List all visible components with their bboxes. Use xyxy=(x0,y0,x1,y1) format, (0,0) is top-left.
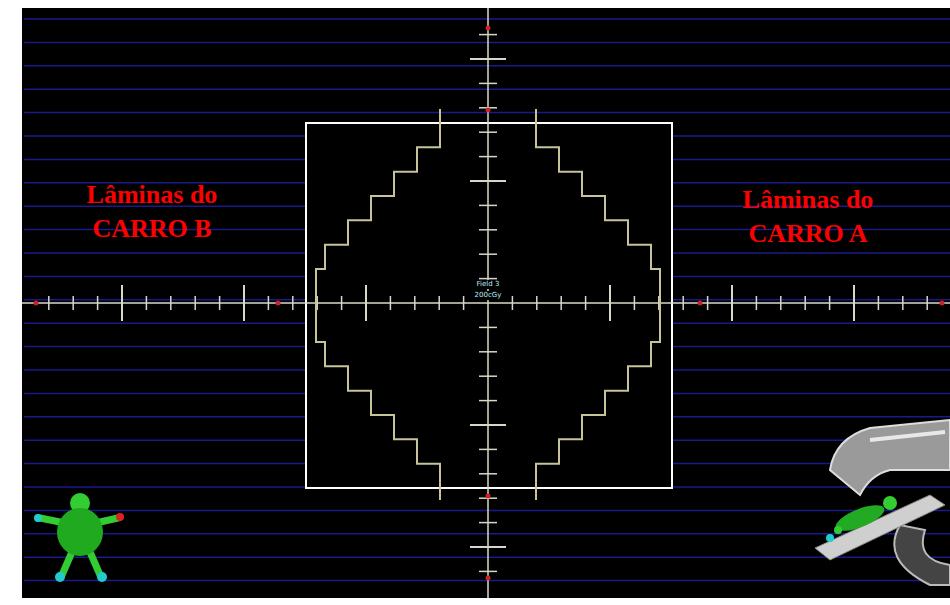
axis-tick xyxy=(560,296,562,310)
axis-mark xyxy=(486,494,491,499)
axis-tick xyxy=(479,449,497,451)
axis-tick xyxy=(463,296,465,310)
leaf-lines xyxy=(24,19,950,581)
axis-tick xyxy=(243,285,245,321)
axis-tick xyxy=(341,296,343,310)
leaf-line xyxy=(24,556,950,558)
axis-tick xyxy=(487,8,489,598)
axis-tick xyxy=(479,34,497,36)
axis-tick xyxy=(536,296,538,310)
axis-tick xyxy=(414,296,416,310)
carriage-label: Lâminas do CARRO B xyxy=(52,178,252,246)
axis-tick xyxy=(479,253,497,255)
axis-mark xyxy=(940,301,945,306)
axis-tick xyxy=(390,296,392,310)
axis-tick xyxy=(48,296,50,310)
leaf-edge xyxy=(316,109,440,500)
axis-tick xyxy=(479,229,497,231)
axis-marks xyxy=(34,26,945,581)
axis-mark xyxy=(486,26,491,31)
axis-tick xyxy=(731,285,733,321)
axis-tick xyxy=(479,156,497,158)
robot-figure xyxy=(34,493,124,582)
axis-tick xyxy=(365,285,367,321)
leaf-line xyxy=(24,42,950,44)
axis-tick xyxy=(438,296,440,310)
axis-tick xyxy=(926,296,928,310)
axis-tick xyxy=(170,296,172,310)
axis-tick xyxy=(194,296,196,310)
jaw-field xyxy=(306,123,672,488)
axes xyxy=(22,8,950,598)
axis-tick xyxy=(609,285,611,321)
axis-tick xyxy=(479,327,497,329)
axis-tick xyxy=(707,296,709,310)
axis-tick xyxy=(479,131,497,133)
axis-tick xyxy=(829,296,831,310)
axis-tick xyxy=(585,296,587,310)
linac-figure xyxy=(815,420,950,585)
axis-mark xyxy=(486,576,491,581)
carriage-label: Lâminas do CARRO A xyxy=(708,183,908,251)
axis-tick xyxy=(878,296,880,310)
axis-tick xyxy=(97,296,99,310)
leaf-line xyxy=(24,533,950,535)
axis-tick xyxy=(470,546,506,548)
axis-tick xyxy=(479,205,497,207)
axis-mark xyxy=(698,301,703,306)
axis-tick xyxy=(470,58,506,60)
axis-tick xyxy=(634,296,636,310)
axis-tick xyxy=(72,296,74,310)
axis-tick xyxy=(804,296,806,310)
axis-tick xyxy=(479,522,497,524)
axis-tick xyxy=(22,302,950,304)
field-name: Field 3 xyxy=(476,280,501,289)
axis-mark xyxy=(276,301,281,306)
axis-tick xyxy=(682,296,684,310)
axis-tick xyxy=(479,473,497,475)
axis-tick xyxy=(756,296,758,310)
axis-tick xyxy=(146,296,148,310)
axis-tick xyxy=(219,296,221,310)
leaf-edge xyxy=(536,109,660,500)
leaf-line xyxy=(24,65,950,67)
axis-tick xyxy=(479,83,497,85)
dose-text: 200cGy xyxy=(474,291,503,300)
axis-mark xyxy=(486,108,491,113)
axis-tick xyxy=(479,351,497,353)
axis-tick xyxy=(268,296,270,310)
axis-tick xyxy=(470,424,506,426)
axis-tick xyxy=(479,571,497,573)
screen xyxy=(22,8,950,598)
axis-tick xyxy=(479,375,497,377)
leaf-line xyxy=(24,88,950,90)
axis-tick xyxy=(470,180,506,182)
axis-tick xyxy=(121,285,123,321)
axis-tick xyxy=(292,296,294,310)
axis-tick xyxy=(512,296,514,310)
axis-tick xyxy=(479,400,497,402)
axis-tick xyxy=(853,285,855,321)
leaf-line xyxy=(24,510,950,512)
axis-mark xyxy=(34,301,39,306)
axis-tick xyxy=(780,296,782,310)
leaf-line xyxy=(24,18,950,20)
axis-tick xyxy=(902,296,904,310)
